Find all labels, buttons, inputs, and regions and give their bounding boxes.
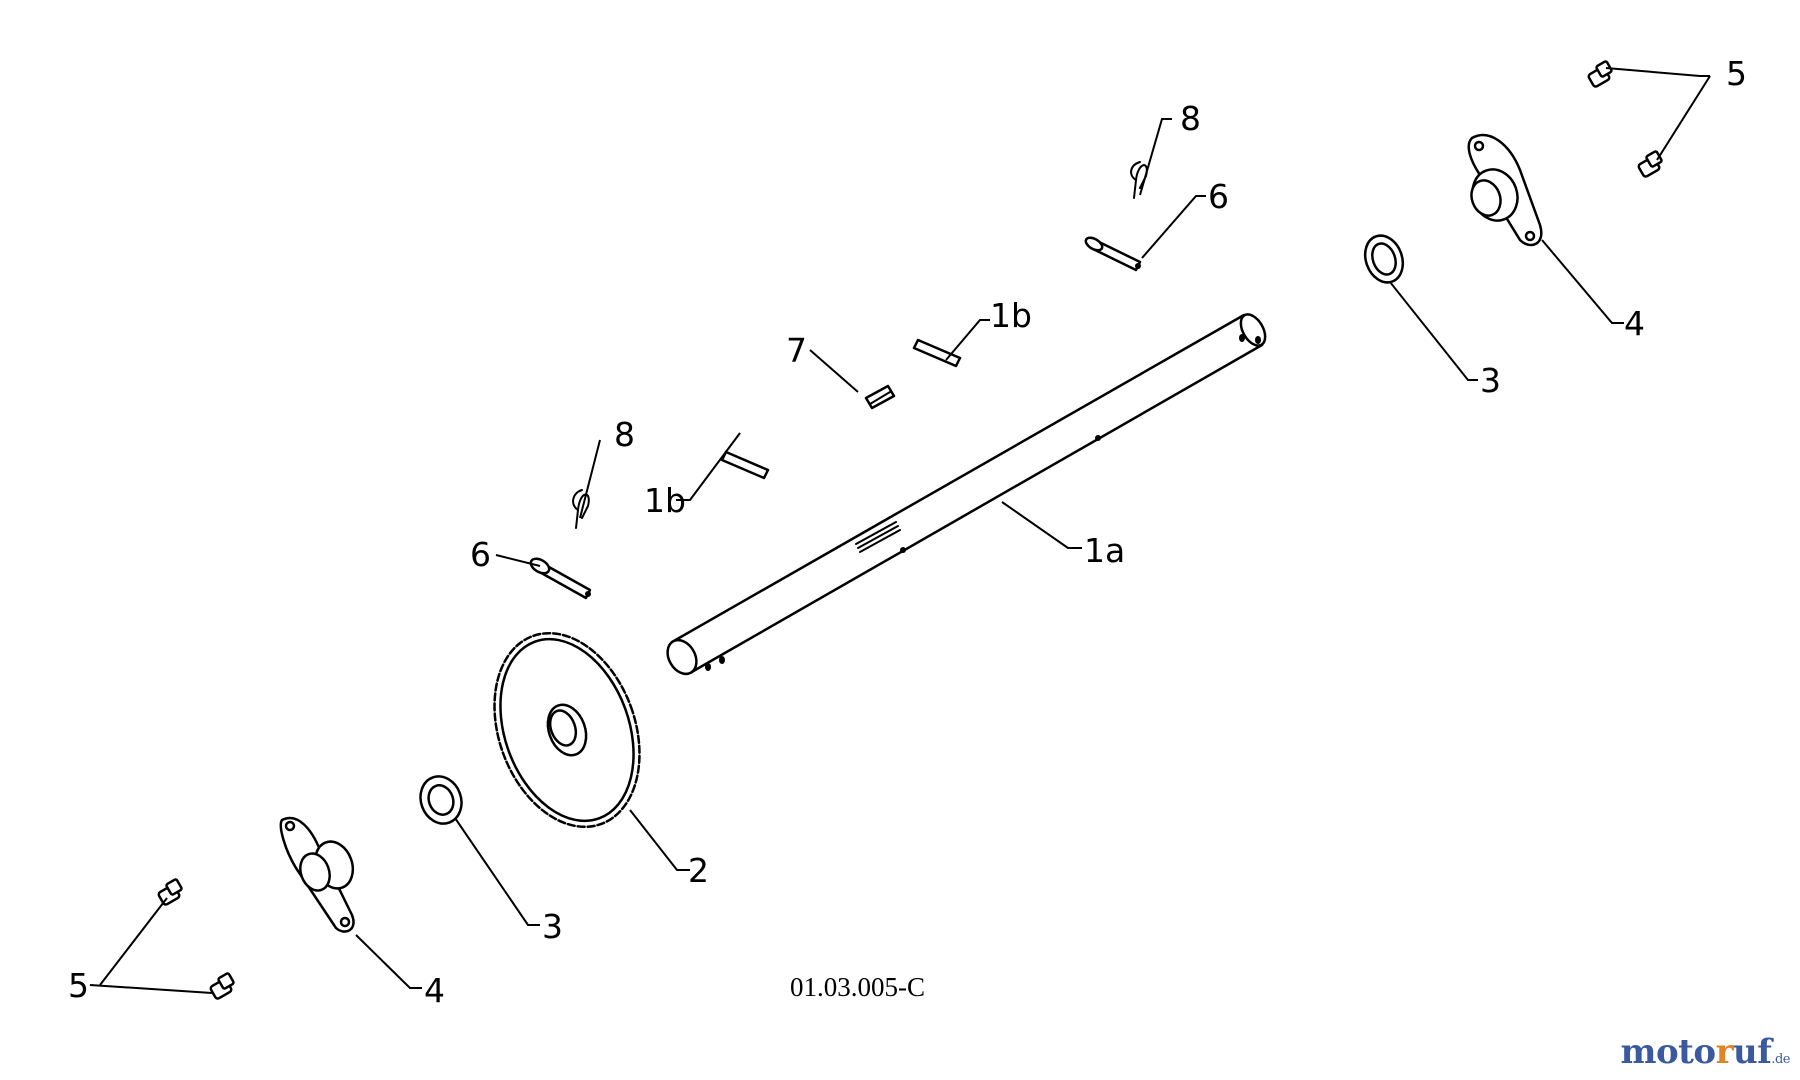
callout-1a: 1a (1084, 531, 1125, 570)
clevis-pin-lower (529, 557, 592, 600)
callout-1b-upper: 1b (990, 296, 1032, 335)
key-lower (720, 450, 770, 480)
bearing-flange-upper (1467, 133, 1543, 247)
key-center (864, 384, 896, 410)
bearing-flange-lower (279, 816, 355, 933)
watermark-suffix: .de (1771, 1052, 1790, 1067)
clevis-pin-upper (1084, 236, 1142, 272)
callout-6-upper: 6 (1208, 177, 1229, 216)
watermark-logo: motoruf.de (1620, 1032, 1791, 1072)
watermark-part1: moto (1620, 1032, 1717, 1072)
callout-4-lower: 4 (424, 971, 445, 1010)
callout-5-lower: 5 (68, 966, 89, 1005)
callout-8-upper: 8 (1180, 99, 1201, 138)
washer-upper (1363, 234, 1405, 284)
sprocket (493, 631, 641, 829)
callout-3-upper: 3 (1480, 361, 1501, 400)
callout-6-lower: 6 (470, 535, 491, 574)
watermark-part2: r (1715, 1032, 1734, 1072)
bolt-upper-a (1587, 60, 1613, 88)
leader-lines (89, 67, 1711, 994)
key-upper (912, 338, 962, 368)
callout-1b-lower: 1b (644, 481, 686, 520)
callout-4-upper: 4 (1624, 304, 1645, 343)
bolt-upper-b (1637, 150, 1663, 178)
callout-3-lower: 3 (542, 907, 563, 946)
axle-shaft (666, 313, 1267, 676)
watermark-part3: uf (1732, 1032, 1772, 1072)
washer-lower (419, 775, 463, 825)
callout-8-lower: 8 (614, 415, 635, 454)
bolt-lower-b (209, 972, 235, 1000)
callout-5-upper: 5 (1726, 54, 1747, 93)
bolt-lower-a (157, 878, 183, 906)
callout-2: 2 (688, 851, 709, 890)
drawing-code: 01.03.005-C (790, 972, 925, 1002)
callout-7: 7 (786, 331, 807, 370)
